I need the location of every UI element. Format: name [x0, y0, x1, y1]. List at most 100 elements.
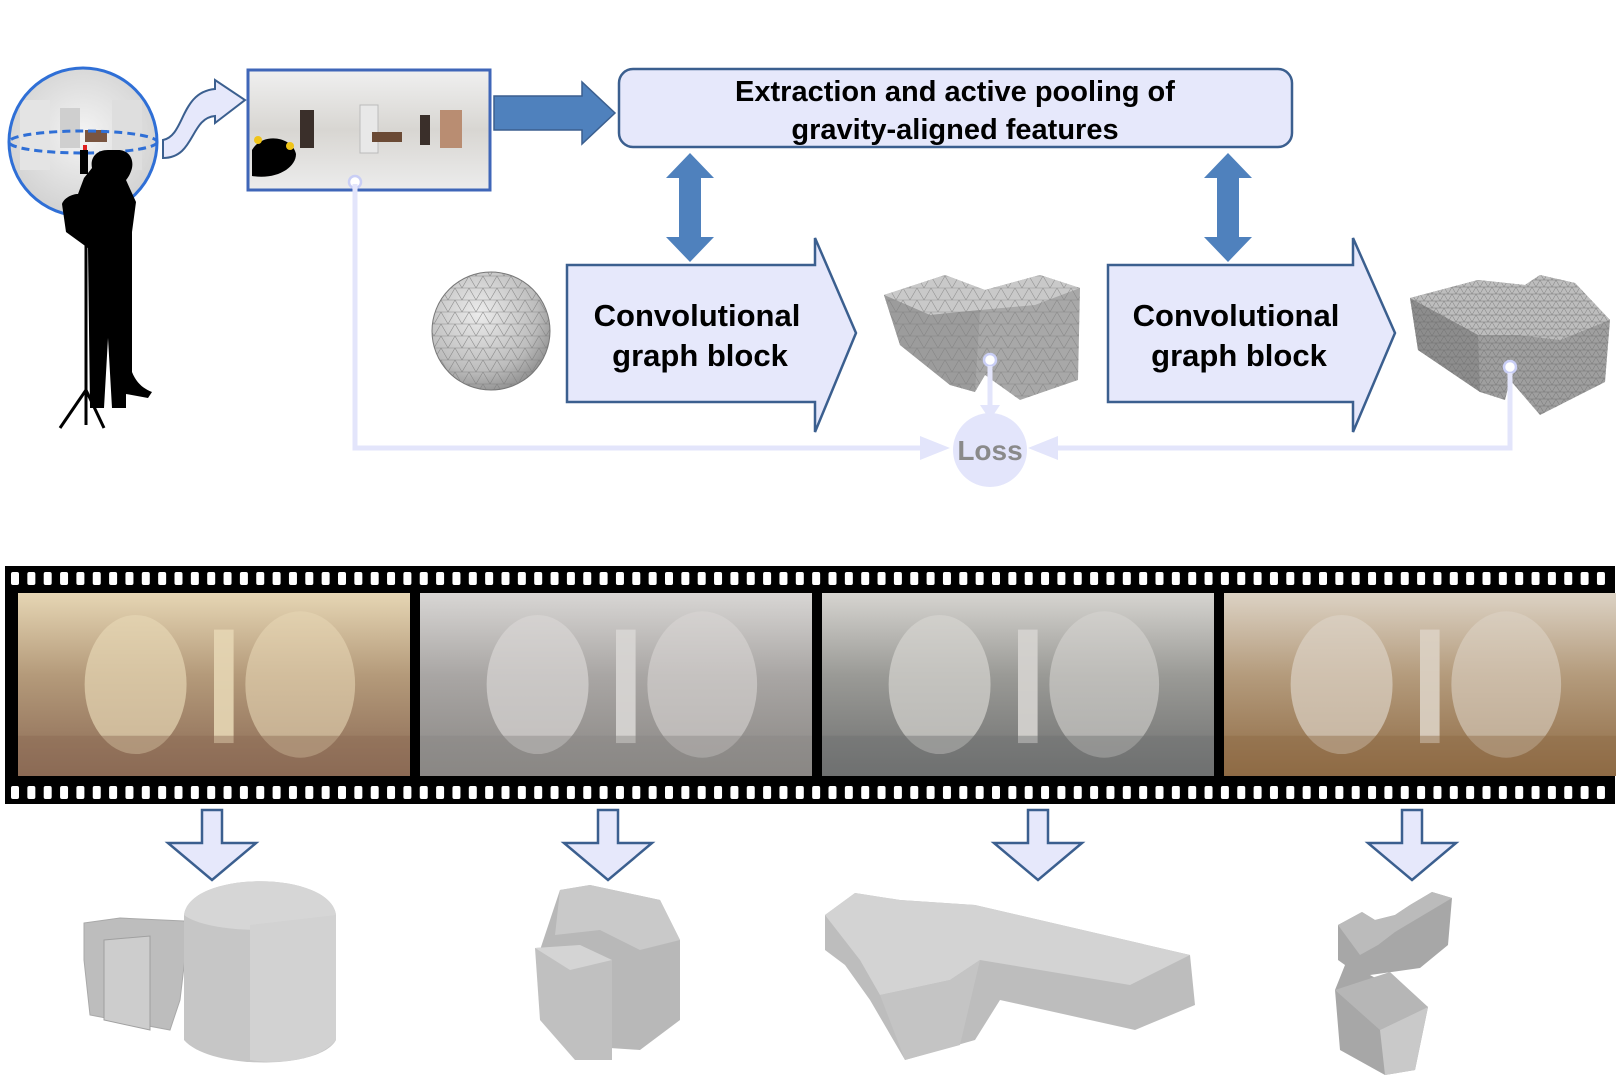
sprocket-hole — [207, 786, 216, 799]
sprocket-hole — [795, 786, 804, 799]
sprockets-top — [11, 572, 1605, 585]
sprocket-hole — [387, 572, 396, 585]
sprocket-hole — [1482, 572, 1491, 585]
sprocket-hole — [1498, 572, 1507, 585]
sprocket-hole — [1204, 572, 1213, 585]
sprocket-hole — [599, 572, 608, 585]
arrow-to-feature-box — [493, 80, 617, 146]
sprocket-hole — [697, 786, 706, 799]
sprocket-hole — [1155, 786, 1164, 799]
sprocket-hole — [1515, 572, 1524, 585]
sprocket-hole — [714, 786, 723, 799]
sprocket-hole — [877, 572, 886, 585]
sprocket-hole — [1515, 786, 1524, 799]
sprocket-hole — [746, 572, 755, 585]
sprocket-hole — [452, 786, 461, 799]
sprocket-hole — [714, 572, 723, 585]
sprocket-hole — [1139, 786, 1148, 799]
sprocket-hole — [1433, 786, 1442, 799]
panorama-frame-4 — [1224, 593, 1616, 776]
sprocket-hole — [223, 786, 232, 799]
sprocket-hole — [338, 572, 346, 585]
sprocket-hole — [1171, 786, 1180, 799]
sprocket-hole — [534, 572, 543, 585]
sprocket-hole — [1122, 572, 1131, 585]
sprocket-hole — [812, 572, 821, 585]
sprocket-hole — [1498, 786, 1507, 799]
sprocket-hole — [468, 786, 477, 799]
sprocket-hole — [1253, 572, 1262, 585]
sprocket-hole — [812, 786, 821, 799]
sprocket-hole — [354, 786, 363, 799]
sprocket-hole — [305, 786, 314, 799]
sprocket-hole — [893, 786, 902, 799]
sprocket-hole — [795, 572, 804, 585]
sprocket-hole — [1368, 572, 1377, 585]
sprocket-hole — [779, 572, 788, 585]
sprocket-hole — [1433, 572, 1442, 585]
sprocket-hole — [926, 572, 935, 585]
sprocket-hole — [1466, 572, 1475, 585]
sprocket-hole — [1122, 786, 1131, 799]
sprocket-hole — [517, 786, 526, 799]
sprocket-hole — [1351, 786, 1360, 799]
sprocket-hole — [158, 786, 167, 799]
sprocket-hole — [387, 786, 396, 799]
loss-node: Loss — [953, 413, 1027, 487]
sprocket-hole — [468, 572, 477, 585]
sprocket-hole — [403, 572, 412, 585]
sprocket-hole — [665, 786, 673, 799]
sprocket-hole — [763, 572, 772, 585]
sprocket-hole — [566, 786, 575, 799]
sprocket-hole — [746, 786, 755, 799]
sprocket-hole — [321, 786, 330, 799]
feature-box-line1: Extraction and active pooling of — [735, 76, 1175, 108]
sprocket-hole — [517, 572, 526, 585]
sprocket-hole — [1564, 786, 1573, 799]
block1-line2: graph block — [612, 338, 788, 373]
sprocket-hole — [370, 786, 379, 799]
sprocket-hole — [1041, 572, 1050, 585]
sprocket-hole — [730, 786, 739, 799]
sprocket-hole — [1580, 786, 1589, 799]
sprocket-hole — [632, 786, 641, 799]
output-mesh-dome — [83, 881, 336, 1063]
block2-line1: Convolutional — [1133, 298, 1340, 333]
sprocket-hole — [844, 786, 853, 799]
sprocket-hole — [436, 572, 445, 585]
block2-line2: graph block — [1151, 338, 1327, 373]
sprocket-hole — [1449, 786, 1458, 799]
sprocket-hole — [583, 572, 592, 585]
sprocket-hole — [779, 786, 788, 799]
sprocket-hole — [844, 572, 853, 585]
sprocket-hole — [1335, 786, 1344, 799]
sprocket-hole — [697, 572, 706, 585]
sprocket-hole — [43, 572, 52, 585]
sprocket-hole — [338, 786, 346, 799]
sprocket-hole — [615, 572, 624, 585]
sprocket-hole — [1269, 572, 1278, 585]
sprocket-hole — [11, 786, 19, 799]
sprocket-hole — [1171, 572, 1180, 585]
sprocket-hole — [1041, 786, 1050, 799]
sprocket-hole — [534, 786, 543, 799]
sprocket-hole — [1269, 786, 1278, 799]
sprocket-hole — [1400, 572, 1409, 585]
sprocket-hole — [959, 572, 968, 585]
sprocket-hole — [1384, 786, 1393, 799]
sprocket-hole — [1220, 572, 1229, 585]
sprocket-hole — [239, 572, 248, 585]
sprocket-hole — [1482, 786, 1491, 799]
sprocket-hole — [76, 572, 85, 585]
sprocket-hole — [893, 572, 902, 585]
sprocket-hole — [272, 786, 281, 799]
sprocket-hole — [125, 786, 134, 799]
sprocket-hole — [1319, 786, 1327, 799]
sprocket-hole — [158, 572, 167, 585]
output-arrow-4 — [1364, 808, 1460, 882]
sprocket-hole — [370, 572, 379, 585]
sprocket-hole — [730, 572, 739, 585]
sprocket-hole — [1090, 786, 1099, 799]
sprocket-hole — [1417, 786, 1426, 799]
